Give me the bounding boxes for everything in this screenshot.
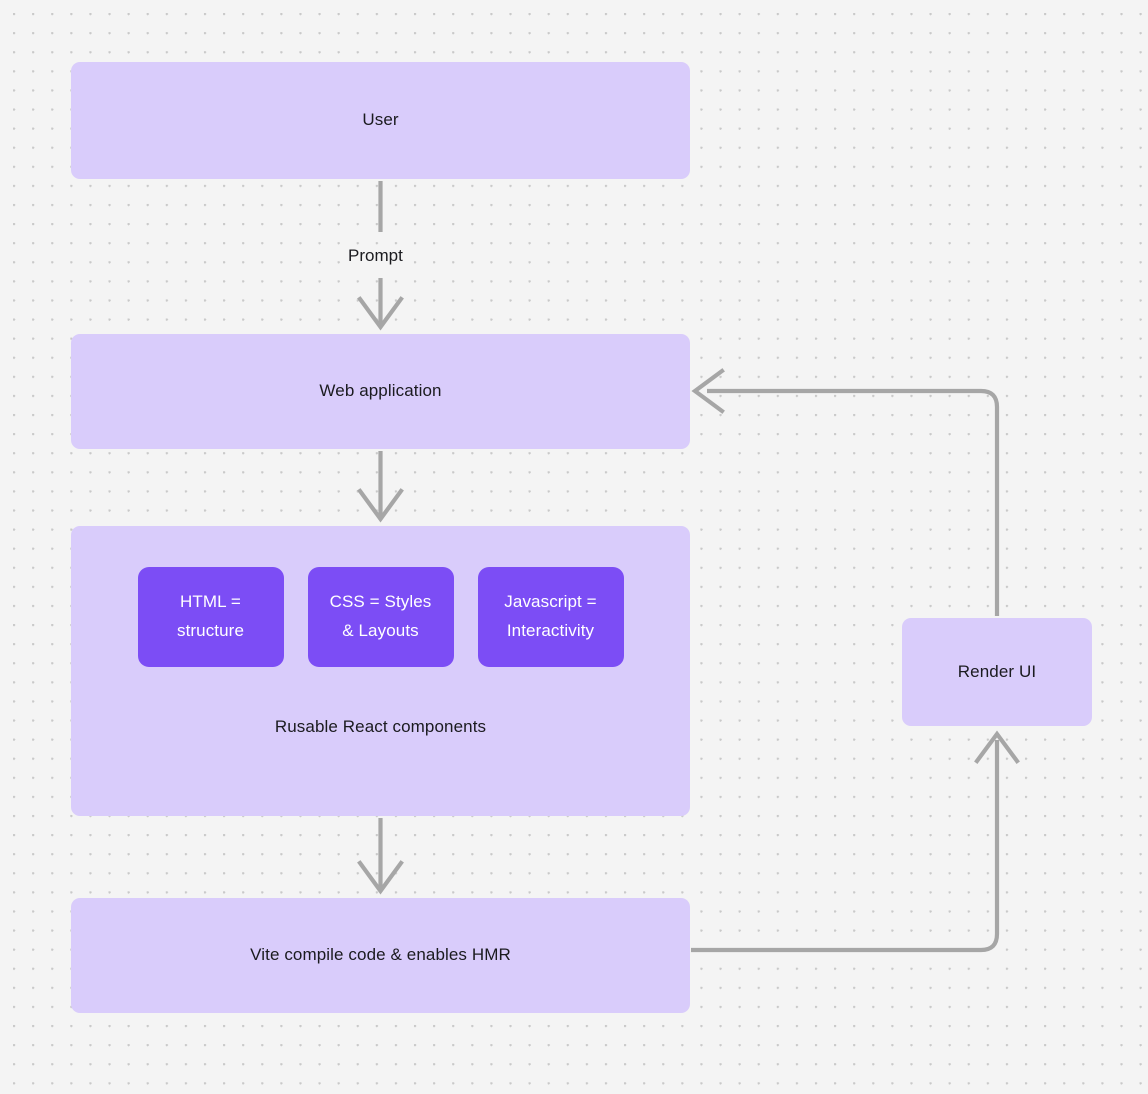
node-web-application-label: Web application <box>319 381 442 401</box>
components-caption: Rusable React components <box>274 717 487 736</box>
chip-javascript[interactable]: Javascript = Interactivity <box>477 567 624 667</box>
edge-label-prompt: Prompt <box>341 245 410 267</box>
node-user[interactable]: User <box>71 62 690 179</box>
arrowhead-to-webapp <box>357 296 404 331</box>
node-render-ui[interactable]: Render UI <box>902 618 1092 726</box>
arrowhead-to-webapp-feedback <box>691 368 725 414</box>
node-render-ui-label: Render UI <box>957 661 1037 681</box>
edge-render-to-webapp <box>707 388 1000 616</box>
chip-css[interactable]: CSS = Styles & Layouts <box>307 567 454 667</box>
chip-javascript-label: Javascript = Interactivity <box>504 592 597 640</box>
chip-html-label: HTML = structure <box>176 592 245 640</box>
node-vite[interactable]: Vite compile code & enables HMR <box>71 898 690 1013</box>
node-user-label: User <box>362 110 399 130</box>
node-vite-label: Vite compile code & enables HMR <box>250 945 511 965</box>
node-reusable-react-components[interactable]: HTML = structure CSS = Styles & Layouts … <box>71 526 690 816</box>
arrowhead-to-vite <box>357 860 404 895</box>
chip-html[interactable]: HTML = structure <box>137 567 284 667</box>
arrowhead-to-render <box>974 730 1020 764</box>
node-web-application[interactable]: Web application <box>71 334 690 449</box>
chip-row: HTML = structure CSS = Styles & Layouts … <box>71 567 690 667</box>
edge-vite-to-render <box>691 740 1000 953</box>
arrowhead-to-components <box>357 488 404 523</box>
chip-css-label: CSS = Styles & Layouts <box>329 592 432 640</box>
